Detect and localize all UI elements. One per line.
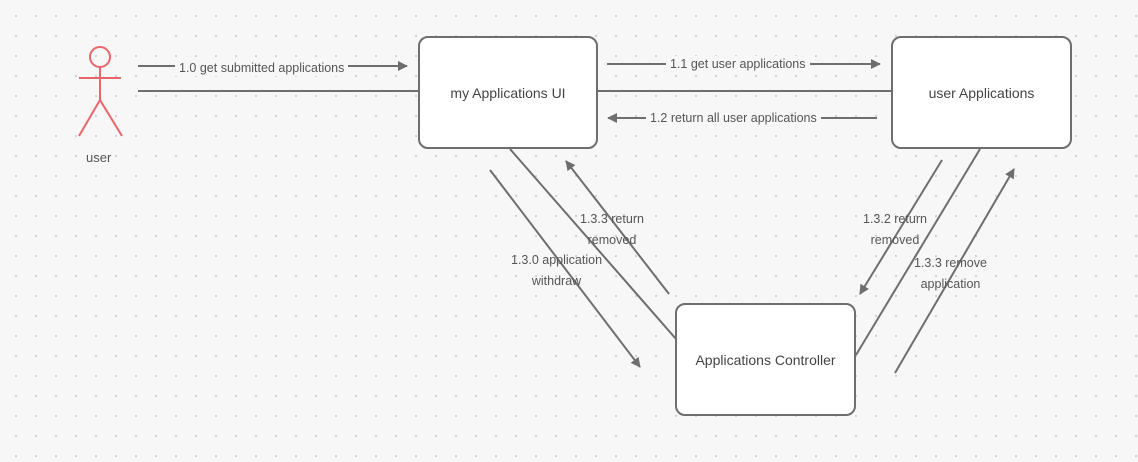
message-1-2-label: 1.2 return all user applications	[646, 110, 821, 126]
arrow-1-3-0[interactable]	[489, 169, 641, 368]
connector-apps-controller[interactable]	[855, 148, 981, 356]
actor-label: user	[86, 150, 112, 165]
message-1-3-0-label: 1.3.0 application withdraw	[511, 253, 603, 288]
user-applications-box[interactable]: user Applications	[891, 36, 1072, 149]
arrow-1-3-3-remove[interactable]	[894, 168, 1015, 374]
applications-controller-label: Applications Controller	[695, 351, 836, 368]
message-1-1-label: 1.1 get user applications	[666, 56, 810, 72]
applications-controller-box[interactable]: Applications Controller	[675, 303, 856, 416]
connector-ui-controller[interactable]	[509, 148, 691, 356]
user-actor-icon[interactable]	[78, 46, 123, 137]
arrow-1-3-2[interactable]	[859, 159, 943, 295]
my-applications-ui-label: my Applications UI	[450, 84, 566, 101]
message-1-0-label: 1.0 get submitted applications	[175, 60, 349, 76]
my-applications-ui-box[interactable]: my Applications UI	[418, 36, 598, 149]
arrow-1-3-3-return[interactable]	[565, 160, 670, 295]
message-1-3-3-remove-label: 1.3.3 remove application	[914, 256, 987, 291]
message-1-3-2-label: 1.3.2 return removed	[863, 212, 927, 247]
user-applications-label: user Applications	[928, 84, 1035, 101]
message-1-3-3-return-label: 1.3.3 return removed	[580, 212, 644, 247]
